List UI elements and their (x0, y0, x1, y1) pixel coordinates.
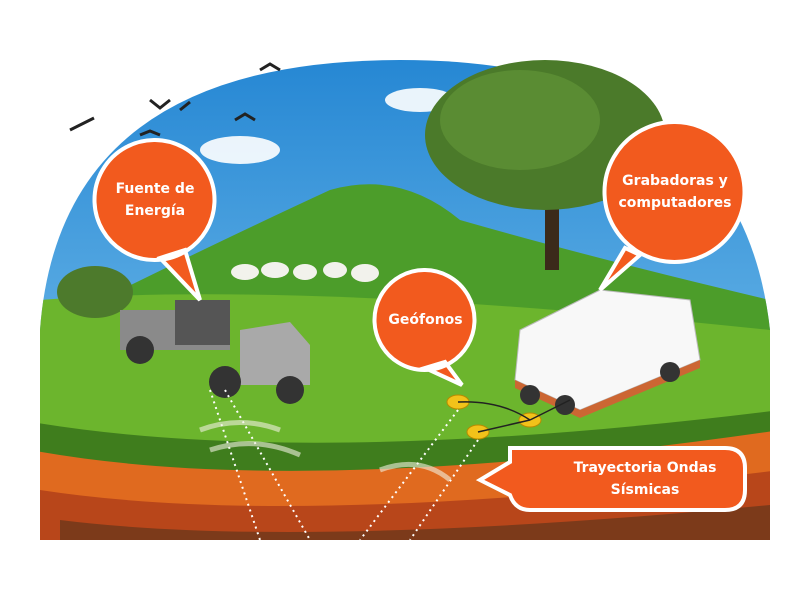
birds (69, 62, 281, 137)
soil-layer-3 (60, 505, 770, 540)
seismic-wave-paths (209, 389, 479, 541)
bush (57, 266, 133, 318)
recording-van (514, 289, 701, 418)
tree (425, 60, 665, 270)
geophone-cables (457, 399, 571, 433)
geophones-label: Geófonos (388, 312, 463, 328)
sheep-flock (231, 262, 379, 282)
seismic-path-label: Trayectoria Ondas Sísmicas (573, 460, 717, 498)
callout-shapes (92, 120, 747, 512)
energy-source-label: Fuente de Energía (115, 181, 195, 219)
wave-arcs (199, 420, 452, 482)
vibrator-truck (120, 300, 310, 404)
recorders-label: Grabadoras y computadores (618, 173, 732, 211)
